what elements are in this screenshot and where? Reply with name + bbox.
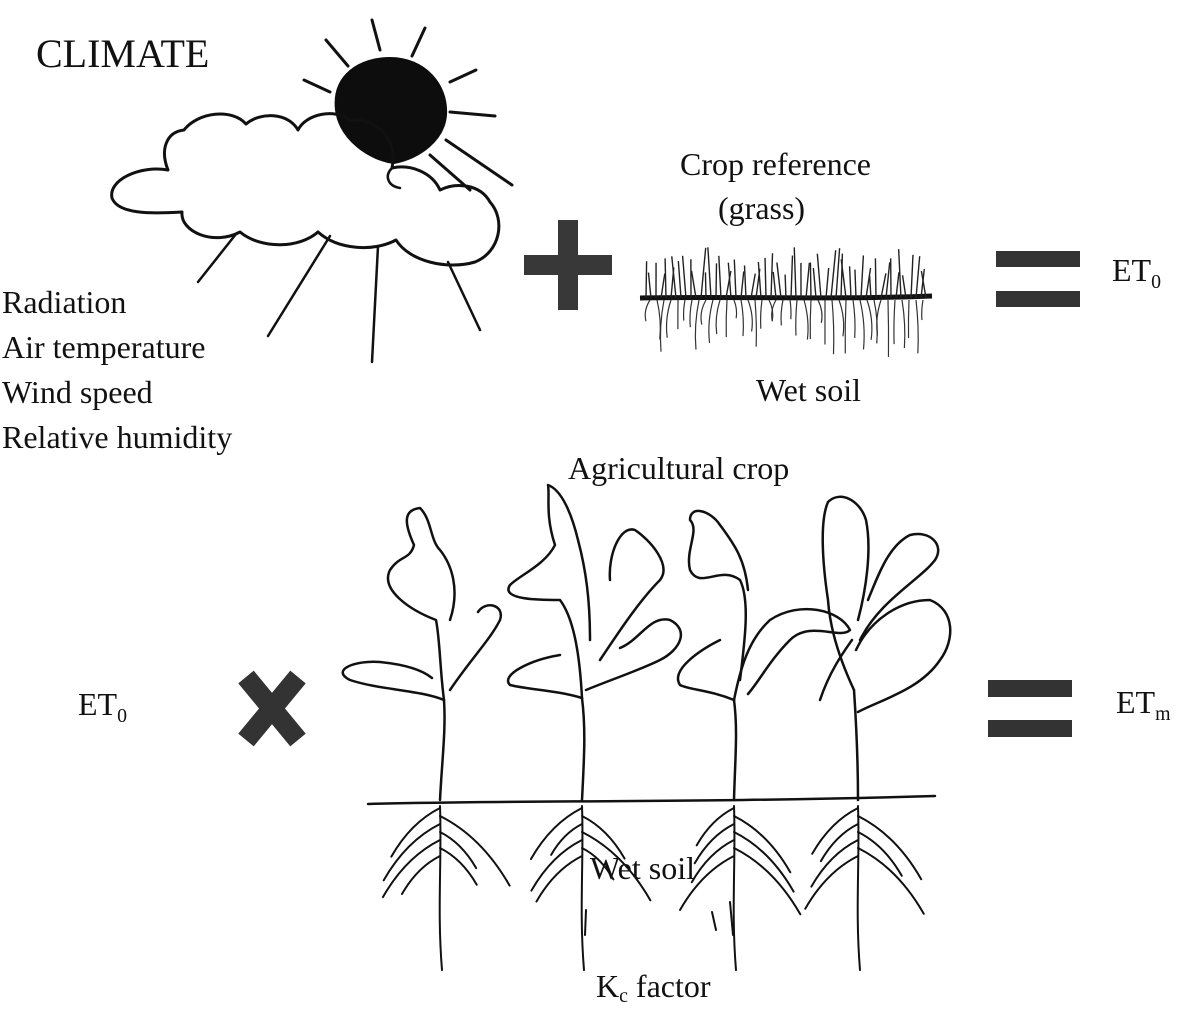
climate-title: CLIMATE [36,31,210,76]
kc-factor-sub: c [619,984,628,1007]
et0-result-label: ET0 [1112,254,1161,293]
crop-reference-grass-label: (grass) [718,190,806,226]
et0-result-base: ET [1112,252,1152,288]
rain-lines [196,232,482,364]
kc-factor-base: K [596,968,620,1004]
etm-result-base: ET [1116,684,1156,720]
cloud-icon [110,112,501,267]
equals-operator-bottom-icon [988,680,1072,737]
etm-result-label: ETm [1116,686,1171,725]
et0-input-base: ET [78,686,118,722]
grass-reference-icon [639,247,933,357]
equals-operator-top-icon [996,251,1080,307]
factor-air-temperature: Air temperature [2,329,206,365]
reference-wet-soil-label: Wet soil [756,372,861,408]
factor-wind-speed: Wind speed [2,374,153,410]
et0-input-label: ET0 [78,688,127,727]
agricultural-crop-label: Agricultural crop [568,450,790,486]
et0-result-sub: 0 [1151,270,1162,293]
times-operator-icon [238,670,306,747]
et0-input-sub: 0 [117,704,128,727]
climate-factors-list: Radiation Air temperature Wind speed Rel… [2,280,232,460]
etm-result-sub: m [1155,702,1171,725]
crop-wet-soil-label: Wet soil [590,850,695,886]
sun-icon [302,18,514,192]
agricultural-crop-icon [341,483,952,802]
plus-operator-icon [524,220,612,310]
factor-radiation: Radiation [2,284,127,320]
kc-factor-label: Kc factor [596,970,711,1007]
factor-relative-humidity: Relative humidity [2,419,233,455]
crop-reference-label: Crop reference [680,146,871,182]
kc-factor-word: factor [635,968,711,1004]
crop-roots-icon [381,805,925,971]
soil-line [366,794,937,806]
